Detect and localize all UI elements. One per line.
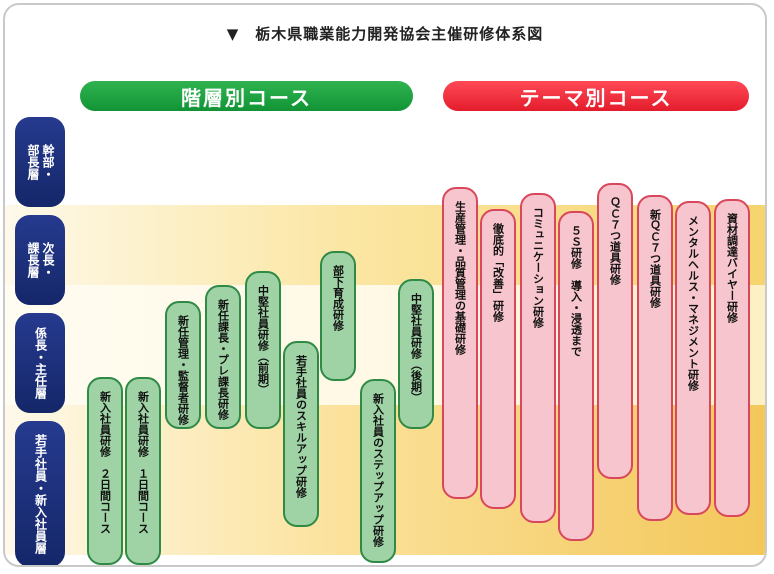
course-new-hire-1day[interactable]: 新入社員研修 １日間コース [125,377,161,565]
course-mid-career-early[interactable]: 中堅社員研修（前期） [245,271,281,429]
course-mental-health[interactable]: メンタルヘルス・マネジメント研修 [675,201,711,515]
course-mid-career-late-label: 中堅社員研修（後期） [409,293,423,403]
course-young-skillup[interactable]: 若手社員のスキルアップ研修 [283,341,319,527]
course-mental-health-label: メンタルヘルス・マネジメント研修 [686,215,700,391]
rank-wakate-line1: 若手社員・新入社員層 [33,434,48,554]
course-qc7[interactable]: ＱＣ７つ道具研修 [597,183,633,479]
course-production-quality[interactable]: 生産管理・品質管理の基礎研修 [442,187,478,499]
rank-kanbu: 幹部・ 部長層 [15,117,65,207]
rank-kacho-line1: 次長・ [41,242,55,278]
rank-kanbu-line1: 幹部・ [41,144,55,180]
course-qc7-label: ＱＣ７つ道具研修 [608,197,622,285]
course-mid-career-late[interactable]: 中堅社員研修（後期） [398,279,434,429]
rank-wakate: 若手社員・新入社員層 [15,421,65,565]
course-young-skillup-label: 若手社員のスキルアップ研修 [294,355,308,498]
course-kaizen[interactable]: 徹底的「改善」研修 [480,209,516,509]
course-new-section-chief-label: 新任課長・プレ課長研修 [216,299,230,420]
course-new-hire-stepup[interactable]: 新入社員のステップアップ研修 [360,379,396,563]
course-communication[interactable]: コミュニケーション研修 [520,193,556,523]
course-new-qc7-label: 新ＱＣ７つ道具研修 [648,209,662,308]
course-communication-label: コミュニケーション研修 [531,207,545,328]
course-subordinate-dev-label: 部下育成研修 [331,265,345,331]
course-procurement-buyer[interactable]: 資材調達バイヤー研修 [714,199,750,517]
rank-kanbu-line2: 部長層 [26,144,40,180]
category-hierarchy: 階層別コース [80,81,413,111]
course-new-qc7[interactable]: 新ＱＣ７つ道具研修 [637,195,673,521]
course-new-hire-stepup-label: 新入社員のステップアップ研修 [371,393,385,547]
course-production-quality-label: 生産管理・品質管理の基礎研修 [453,201,467,355]
course-5s[interactable]: ５Ｓ研修 導入・浸透まで [558,211,594,541]
rank-kacho: 次長・ 課長層 [15,215,65,305]
category-theme: テーマ別コース [443,81,749,111]
course-new-hire-1day-label: 新入社員研修 １日間コース [136,391,150,534]
course-5s-label: ５Ｓ研修 導入・浸透まで [569,225,583,357]
rank-kakaricho-line1: 係長・主任層 [33,327,48,399]
course-new-manager[interactable]: 新任管理・監督者研修 [165,301,201,429]
course-new-manager-label: 新任管理・監督者研修 [176,315,190,425]
course-procurement-buyer-label: 資材調達バイヤー研修 [725,213,739,323]
course-new-hire-2day-label: 新入社員研修 ２日間コース [98,391,112,534]
rank-kacho-line2: 課長層 [26,242,40,278]
diagram-frame: ▼ 栃木県職業能力開発協会主催研修体系図 階層別コース テーマ別コース 幹部・ … [3,3,767,567]
course-subordinate-dev[interactable]: 部下育成研修 [320,251,356,381]
course-kaizen-label: 徹底的「改善」研修 [491,223,505,322]
course-mid-career-early-label: 中堅社員研修（前期） [256,285,270,395]
diagram-title: ▼ 栃木県職業能力開発協会主催研修体系図 [226,25,544,43]
rank-kakaricho: 係長・主任層 [15,313,65,413]
course-new-hire-2day[interactable]: 新入社員研修 ２日間コース [87,377,123,565]
course-new-section-chief[interactable]: 新任課長・プレ課長研修 [205,285,241,429]
